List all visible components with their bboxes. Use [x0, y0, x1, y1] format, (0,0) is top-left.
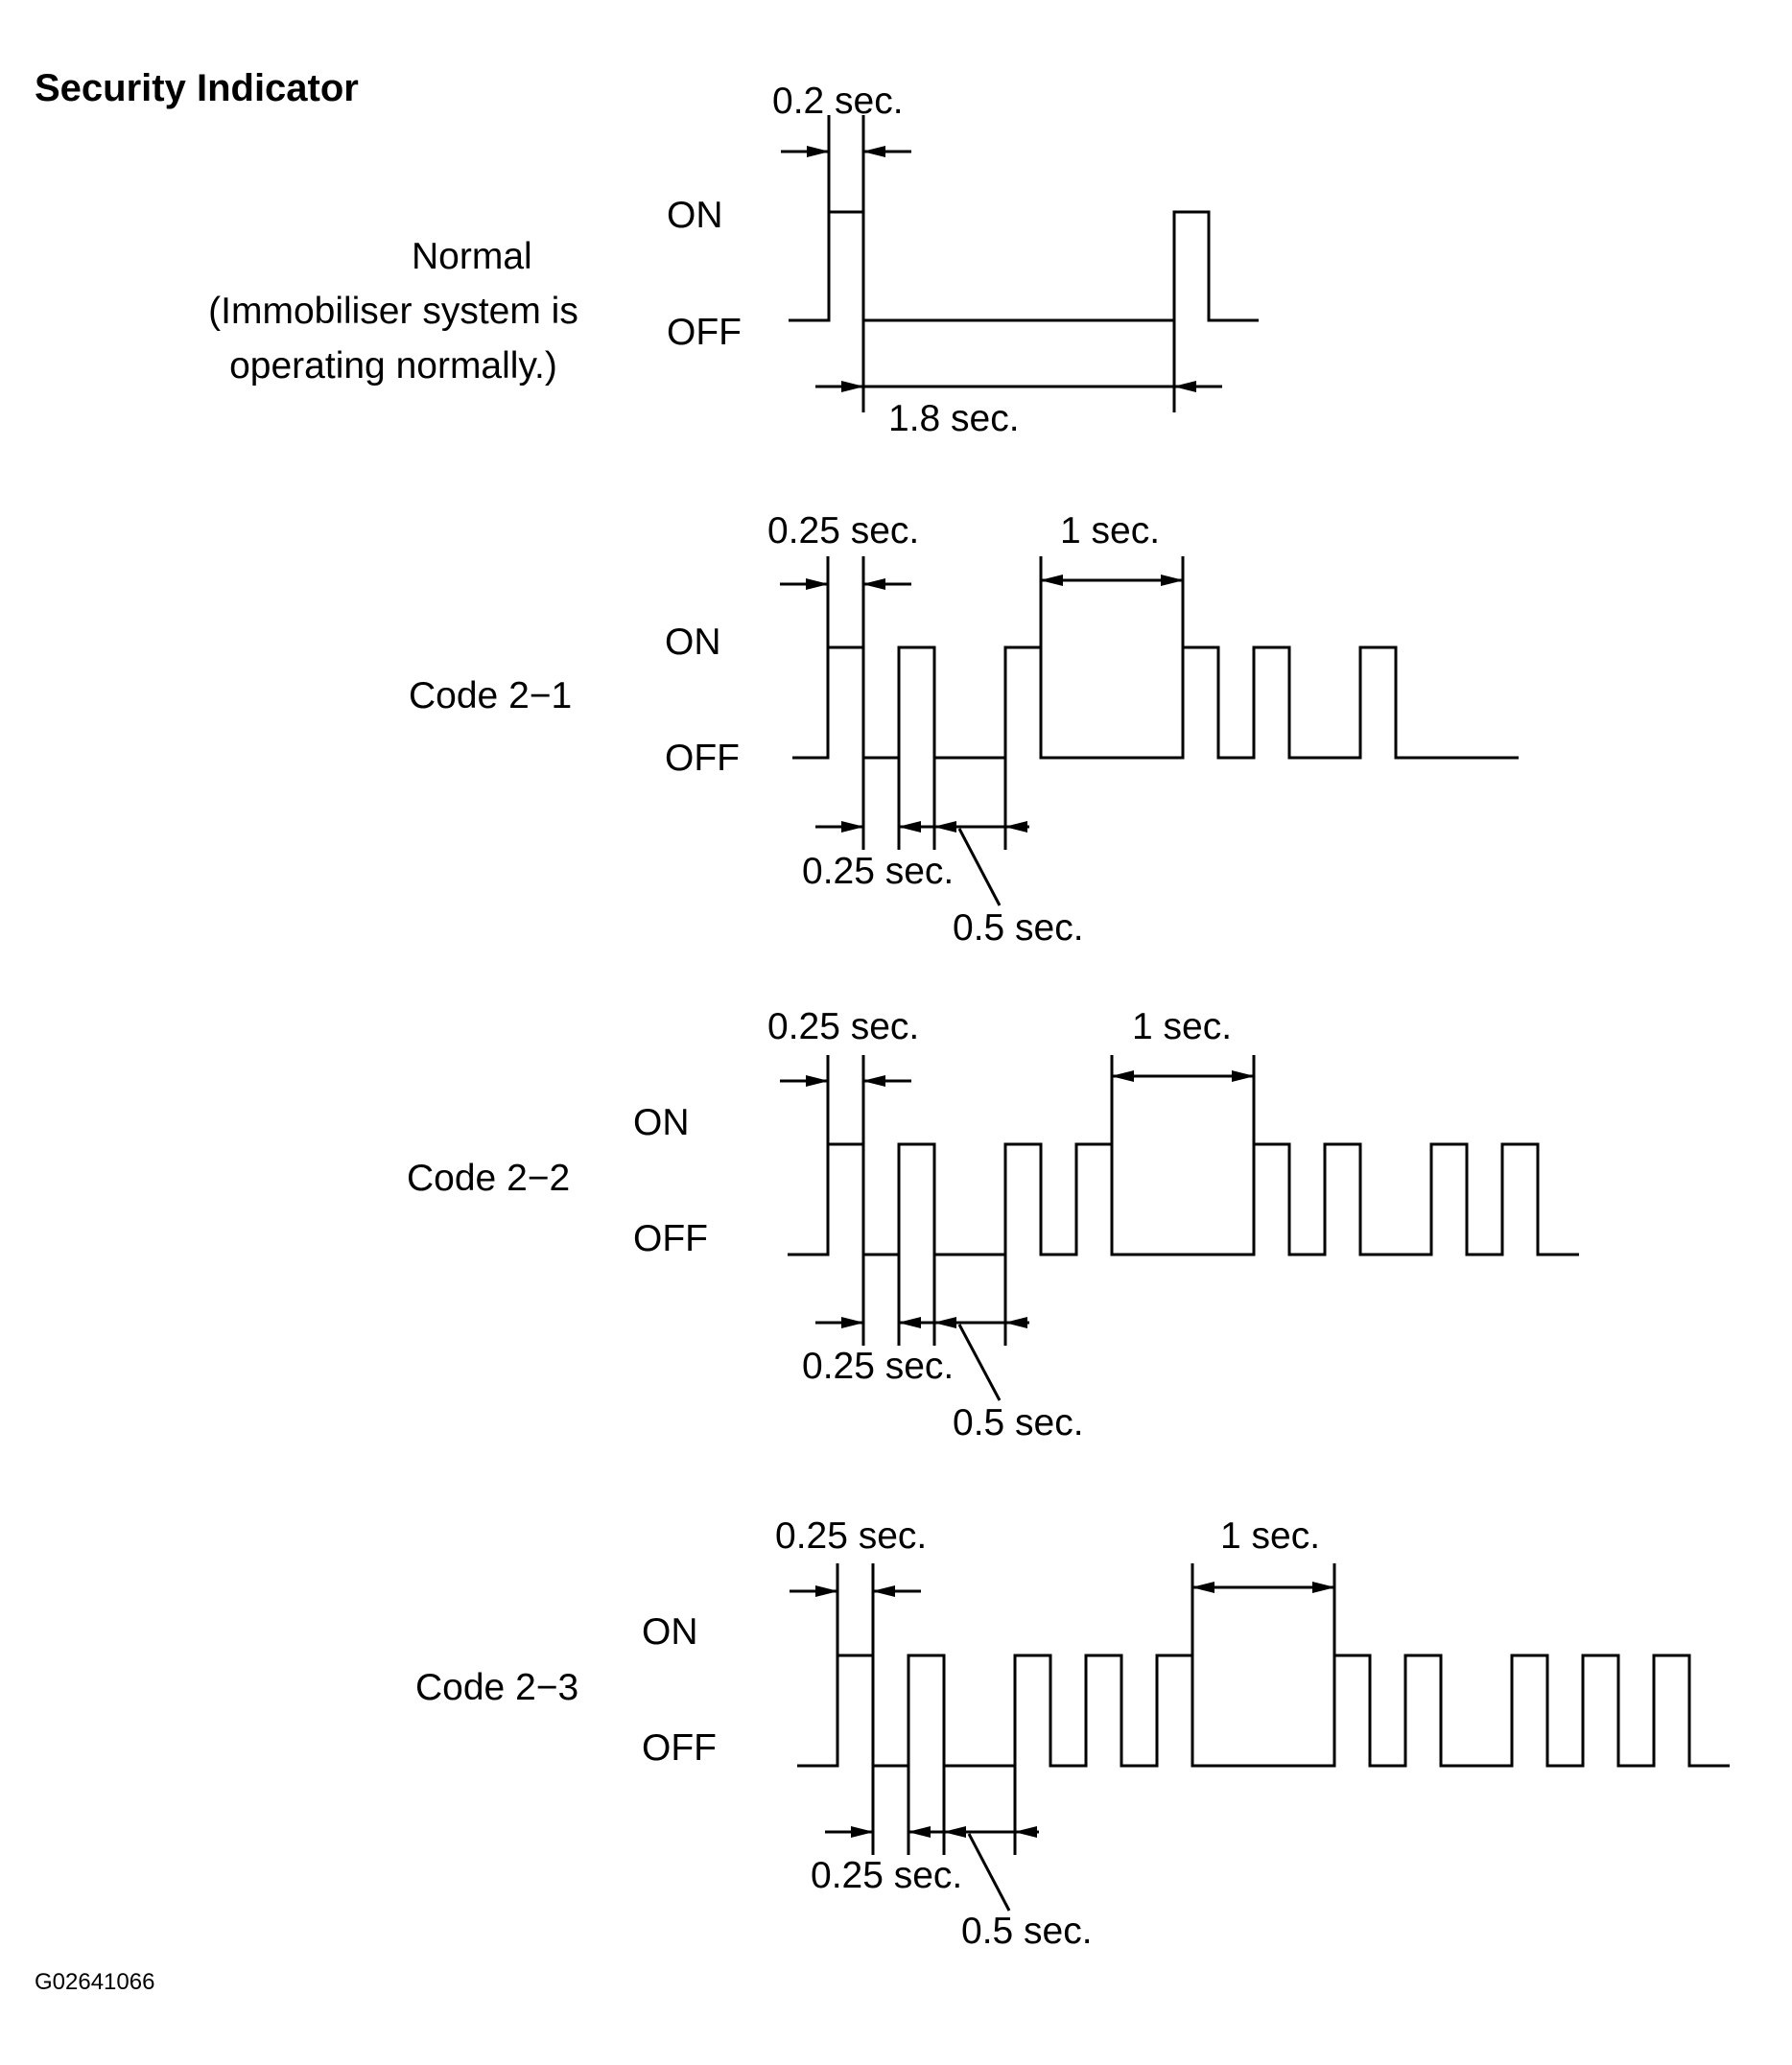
- code-2-3-waveform: [797, 1654, 1730, 1768]
- code-2-3-pulse-width-label: 0.25 sec.: [775, 1515, 928, 1557]
- code-2-1-waveform: [792, 645, 1519, 760]
- code-2-3-on-label: ON: [642, 1611, 698, 1653]
- code-2-1-long-gap-label: 1 sec.: [1060, 510, 1161, 551]
- code-2-3-off-label: OFF: [642, 1727, 717, 1769]
- code-2-2-pulse-width-label: 0.25 sec.: [767, 1006, 920, 1047]
- code-2-1-medium-gap-leader: [957, 828, 1002, 906]
- code-2-3-short-gap-label: 0.25 sec.: [811, 1855, 963, 1896]
- code-2-2-label: Code 2−2: [407, 1158, 571, 1199]
- normal-waveform: [789, 210, 1259, 322]
- code-2-1-label: Code 2−1: [409, 675, 573, 716]
- normal-on-label: ON: [667, 195, 723, 236]
- code-2-3-medium-gap-leader: [967, 1833, 1011, 1912]
- code-2-2-medium-gap-label: 0.5 sec.: [953, 1402, 1084, 1443]
- code-2-2-medium-gap-leader: [957, 1324, 1002, 1401]
- code-2-1-short-gap-label: 0.25 sec.: [802, 851, 955, 892]
- page-title: Security Indicator: [35, 67, 359, 109]
- normal-off-period-label: 1.8 sec.: [888, 398, 1020, 439]
- code-2-3-label: Code 2−3: [415, 1667, 579, 1708]
- normal-description: (Immobiliser system is operating normall…: [182, 284, 604, 393]
- code-2-2-long-gap-label: 1 sec.: [1132, 1006, 1233, 1047]
- code-2-2-waveform: [788, 1142, 1579, 1256]
- code-2-2-short-gap-label: 0.25 sec.: [802, 1346, 955, 1387]
- figure-id: G02641066: [35, 1969, 155, 1995]
- normal-label: Normal: [412, 236, 532, 277]
- code-2-1-on-label: ON: [665, 622, 721, 663]
- normal-off-label: OFF: [667, 312, 742, 353]
- code-2-1-pulse-width-label: 0.25 sec.: [767, 510, 920, 551]
- code-2-2-off-label: OFF: [633, 1218, 708, 1259]
- code-2-1-off-label: OFF: [665, 738, 740, 779]
- normal-pulse-width-label: 0.2 sec.: [772, 81, 904, 122]
- normal-description-line-1: (Immobiliser system is: [208, 291, 578, 332]
- code-2-3-medium-gap-label: 0.5 sec.: [961, 1911, 1093, 1952]
- normal-description-line-2: operating normally.): [229, 345, 557, 387]
- code-2-2-on-label: ON: [633, 1102, 690, 1143]
- code-2-1-medium-gap-label: 0.5 sec.: [953, 907, 1084, 949]
- code-2-3-long-gap-label: 1 sec.: [1220, 1515, 1321, 1557]
